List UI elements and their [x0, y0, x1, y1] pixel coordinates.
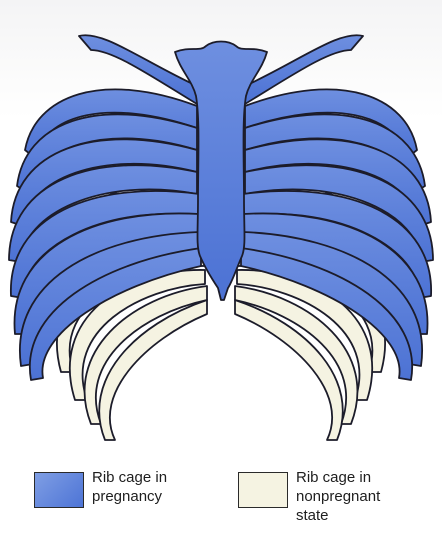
pregnancy-swatch [34, 472, 84, 508]
nonpregnant-rib-right [235, 300, 343, 440]
legend-line: state [296, 506, 436, 525]
legend-label-nonpregnant: Rib cage in nonpregnant state [296, 468, 436, 525]
nonpregnant-swatch [238, 472, 288, 508]
nonpregnant-rib-left [99, 300, 207, 440]
legend-line: Rib cage in [296, 468, 436, 487]
rib-cage-figure [0, 0, 442, 450]
legend-label-pregnancy: Rib cage in pregnancy [92, 468, 212, 506]
legend: Rib cage in pregnancy Rib cage in nonpre… [0, 456, 442, 538]
legend-line: pregnancy [92, 487, 212, 506]
legend-line: nonpregnant [296, 487, 436, 506]
legend-line: Rib cage in [92, 468, 212, 487]
